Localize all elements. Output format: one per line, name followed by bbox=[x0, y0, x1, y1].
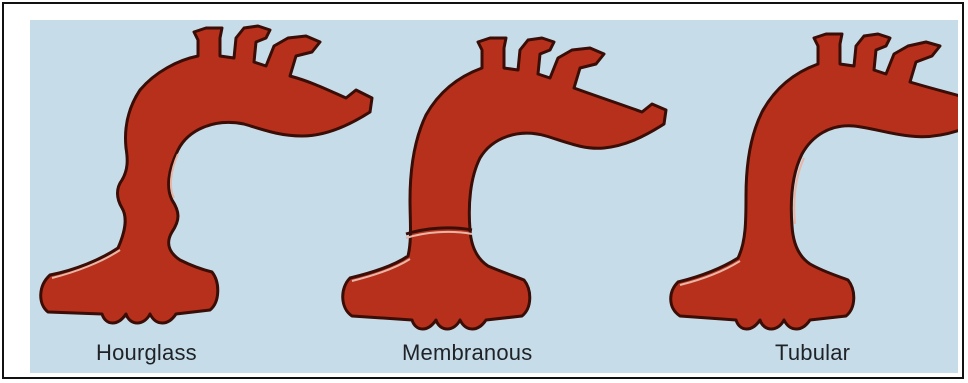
slide-frame: Hourglass Membranous Tubular bbox=[2, 2, 964, 379]
membranous-label: Membranous bbox=[402, 340, 532, 366]
hourglass-aorta-figure bbox=[41, 26, 372, 323]
aorta-diagram bbox=[30, 20, 958, 373]
tubular-aorta-figure bbox=[671, 34, 958, 329]
tubular-label: Tubular bbox=[775, 340, 850, 366]
membranous-aorta-figure bbox=[343, 38, 666, 329]
illustration-panel: Hourglass Membranous Tubular bbox=[30, 20, 958, 373]
hourglass-label: Hourglass bbox=[96, 340, 197, 366]
